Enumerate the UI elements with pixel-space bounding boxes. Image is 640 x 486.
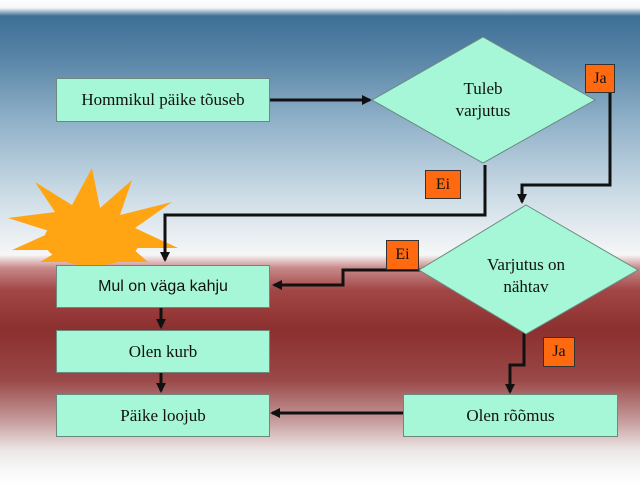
decision-eclipse-visible-line2: nähtav: [503, 277, 549, 296]
arrow-visibility-no-to-sorry: [272, 268, 420, 290]
node-sad: Olen kurb: [56, 330, 270, 373]
node-sunset: Päike loojub: [56, 394, 270, 437]
decision-eclipse-coming: [370, 36, 597, 164]
tag-yes-1: Ja: [585, 64, 615, 93]
decision-eclipse-visible-line1: Varjutus on: [487, 255, 565, 274]
decision-eclipse-coming-label: Tuleb varjutus: [423, 78, 543, 122]
decision-eclipse-coming-line2: varjutus: [455, 101, 511, 120]
node-very-sorry: Mul on väga kahju: [56, 265, 270, 308]
arrow-no-to-sorry: [160, 165, 487, 262]
arrow-visibility-yes-to-happy: [505, 332, 526, 394]
decision-eclipse-visible-label: Varjutus on nähtav: [466, 254, 586, 298]
decision-eclipse-coming-line1: Tuleb: [463, 79, 503, 98]
tag-no-2: Ei: [386, 240, 419, 270]
tag-yes-2: Ja: [543, 337, 575, 367]
node-happy: Olen rõõmus: [403, 394, 618, 437]
node-sunrise: Hommikul päike tõuseb: [56, 78, 270, 122]
decision-eclipse-visible: [418, 204, 640, 335]
tag-no-1: Ei: [425, 170, 461, 199]
